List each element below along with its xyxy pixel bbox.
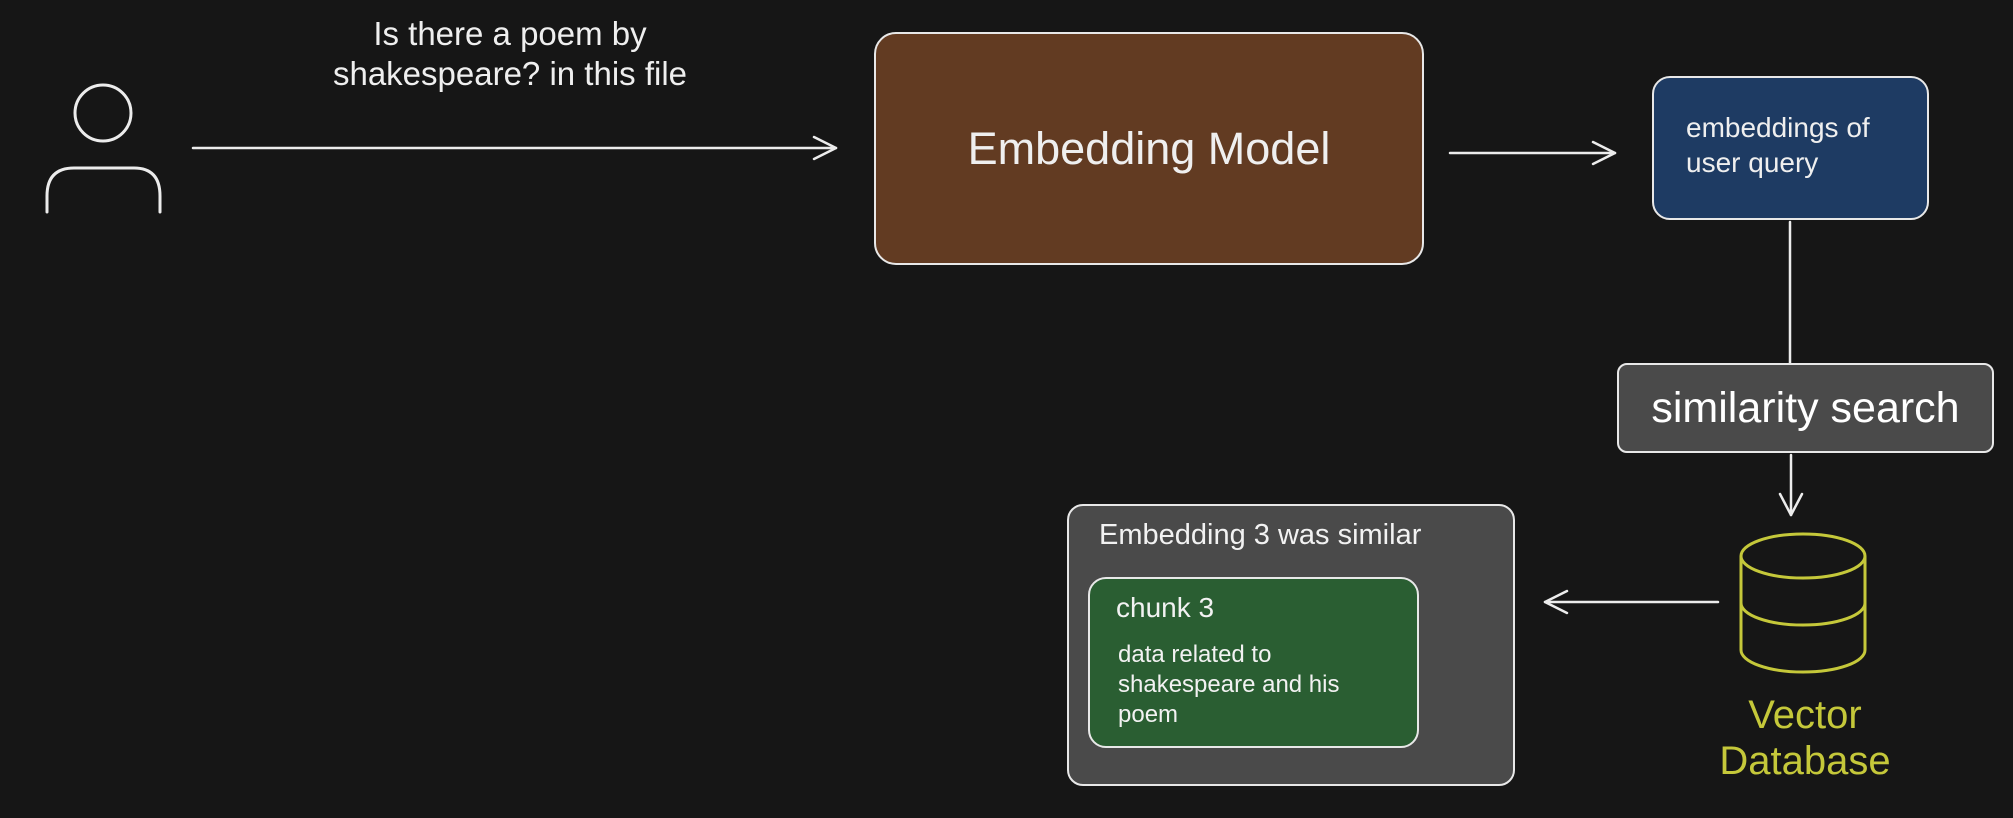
arrow-database-to-result xyxy=(1543,589,1720,615)
chunk-description: data related to shakespeare and his poem xyxy=(1118,640,1398,730)
chunk-description-line-1: data related to xyxy=(1118,641,1272,668)
embedding-model-label: Embedding Model xyxy=(967,122,1331,174)
arrow-similarity-to-database xyxy=(1778,453,1804,517)
chunk-card xyxy=(1088,577,1419,748)
user-query-line-1: Is there a poem by xyxy=(373,15,647,52)
query-embeddings-line-1: embeddings of xyxy=(1686,112,1870,143)
chunk-description-line-2: shakespeare and his xyxy=(1118,671,1340,698)
similarity-search-label: similarity search xyxy=(1651,383,1960,432)
vector-database-line-1: Vector xyxy=(1748,693,1862,737)
vector-database-label: Vector Database xyxy=(1700,692,1910,784)
user-icon xyxy=(45,83,162,214)
query-embeddings-line-2: user query xyxy=(1686,147,1819,178)
arrow-query-to-model xyxy=(191,135,838,161)
embedding-model-box: Embedding Model xyxy=(874,32,1424,265)
arrow-model-to-embeddings xyxy=(1448,140,1617,166)
similarity-search-box: similarity search xyxy=(1617,363,1994,453)
database-icon xyxy=(1739,532,1867,674)
query-embeddings-box: embeddings of user query xyxy=(1652,76,1929,220)
result-title: Embedding 3 was similar xyxy=(1099,519,1422,551)
chunk-description-line-3: poem xyxy=(1118,701,1179,728)
user-query-line-2: shakespeare? in this file xyxy=(332,55,688,92)
chunk-title: chunk 3 xyxy=(1116,592,1215,623)
user-query-text: Is there a poem by shakespeare? in this … xyxy=(270,14,750,94)
vector-database-line-2: Database xyxy=(1719,739,1891,783)
